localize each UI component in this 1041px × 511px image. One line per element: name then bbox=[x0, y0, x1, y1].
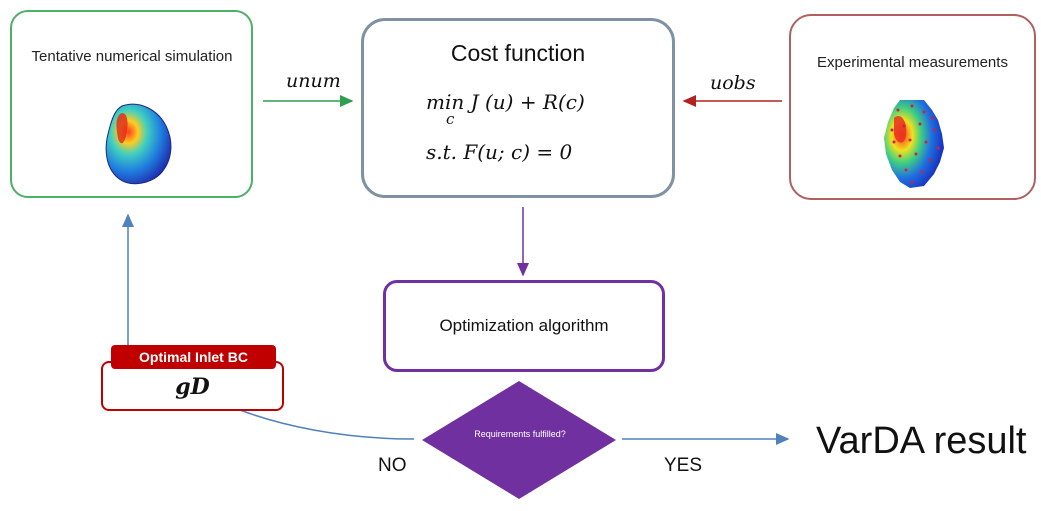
cost-equation-constraint: s.t. F(u; c) = 0 bbox=[426, 140, 573, 164]
decision-diamond bbox=[422, 381, 616, 499]
optimization-label: Optimization algorithm bbox=[439, 316, 609, 335]
u-obs-label: uobs bbox=[710, 72, 756, 94]
cost-function-title: Cost function bbox=[450, 40, 586, 66]
experimental-label: Experimental measurements bbox=[817, 54, 1008, 71]
experimental-field-image bbox=[884, 100, 944, 188]
vardar-result-label: VarDA result bbox=[816, 420, 1027, 462]
simulation-label: Tentative numerical simulation bbox=[31, 48, 233, 65]
no-arrow bbox=[239, 409, 415, 440]
cost-function-node bbox=[361, 18, 675, 198]
simulation-field-image bbox=[105, 103, 172, 185]
cost-equation-objective: min J (u) + R(c) bbox=[426, 90, 585, 114]
inlet-bc-symbol: gD bbox=[175, 374, 210, 400]
optimization-node bbox=[383, 280, 665, 372]
yes-label: YES bbox=[664, 455, 703, 476]
u-num-label: unum bbox=[286, 70, 341, 92]
cost-equation-subscript: c bbox=[446, 110, 455, 128]
no-label: NO bbox=[378, 455, 407, 476]
decision-label: Requirements fulfilled? bbox=[474, 429, 566, 439]
inlet-bc-badge: Optimal Inlet BC bbox=[111, 345, 276, 369]
inlet-bc-node bbox=[101, 361, 284, 411]
